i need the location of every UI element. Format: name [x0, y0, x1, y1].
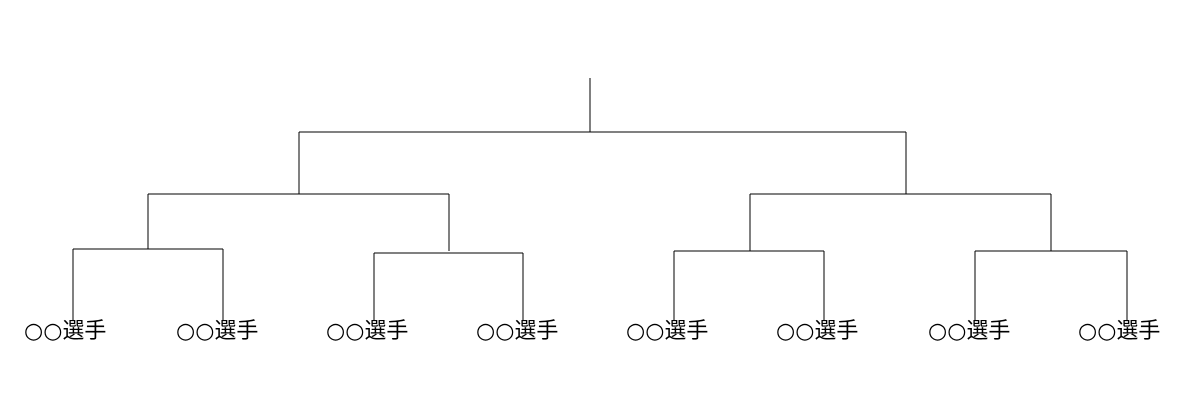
player-label: ○○選手 — [626, 319, 709, 344]
player-label: ○○選手 — [928, 319, 1011, 344]
player-label: ○○選手 — [1078, 319, 1161, 344]
player-label: ○○選手 — [24, 319, 107, 344]
player-label: ○○選手 — [176, 319, 259, 344]
player-label: ○○選手 — [326, 319, 409, 344]
player-label: ○○選手 — [776, 319, 859, 344]
player-label: ○○選手 — [476, 319, 559, 344]
